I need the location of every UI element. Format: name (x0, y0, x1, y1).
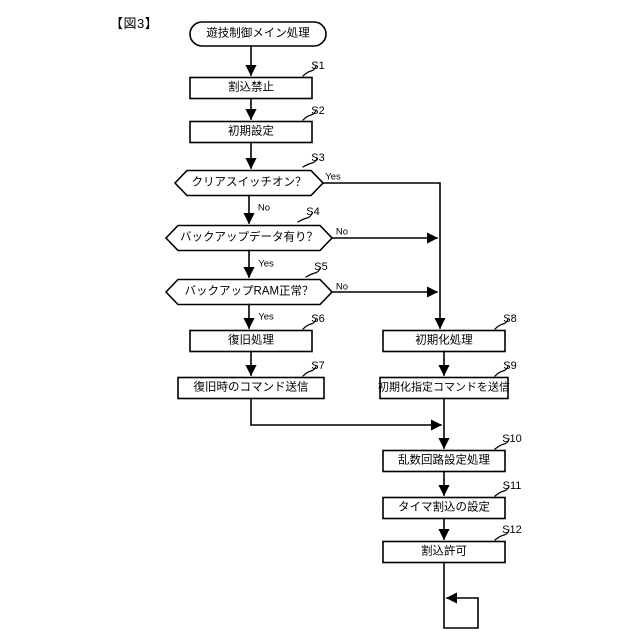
step-label-s6: S6 (311, 313, 325, 325)
step-label-s8: S8 (503, 313, 517, 325)
step-label-s1: S1 (311, 60, 325, 72)
node-s4-label: バックアップデータ有り？ (180, 231, 318, 244)
step-label-s11: S11 (502, 480, 522, 492)
node-s12-label: 割込許可 (421, 545, 467, 558)
node-start-label: 遊技制御メイン処理 (206, 27, 310, 40)
branch-label-s3-yes: Yes (325, 171, 341, 183)
step-label-s5: S5 (314, 261, 328, 273)
step-label-s9: S9 (503, 360, 517, 372)
step-label-s2: S2 (311, 105, 325, 117)
edge-s7-merge (250, 397, 443, 431)
branch-label-s3-no: No (257, 202, 271, 214)
edge-s3-yes-to-trunk (322, 182, 446, 330)
node-s6-label: 復旧処理 (228, 334, 274, 347)
branch-label-s5-yes: Yes (258, 311, 274, 323)
step-leaders (297, 65, 510, 541)
node-start-shape (189, 21, 327, 47)
node-s1-label: 割込禁止 (228, 81, 274, 94)
step-label-s12: S12 (502, 524, 522, 536)
branch-label-s5-no: No (335, 281, 349, 293)
node-s11-label: タイマ割込の設定 (398, 501, 490, 514)
node-s8-label: 初期化処理 (415, 334, 473, 347)
step-label-s3: S3 (311, 152, 325, 164)
step-label-s4: S4 (306, 206, 320, 218)
node-s10-label: 乱数回路設定処理 (398, 454, 490, 467)
edge-loop-back (443, 561, 479, 629)
node-s9-label: 初期化指定コマンドを送信 (378, 381, 510, 394)
node-s5-label: バックアップRAM正常？ (184, 285, 314, 298)
branch-label-s4-no: No (335, 226, 349, 238)
branch-label-s4-yes: Yes (258, 258, 274, 270)
step-label-s7: S7 (311, 360, 325, 372)
node-s7-label: 復旧時のコマンド送信 (193, 381, 309, 394)
node-s2-label: 初期設定 (228, 125, 274, 138)
step-label-s10: S10 (502, 433, 522, 445)
figure-title: 【図3】 (110, 16, 159, 31)
node-s3-label: クリアスイッチオン？ (191, 176, 307, 189)
